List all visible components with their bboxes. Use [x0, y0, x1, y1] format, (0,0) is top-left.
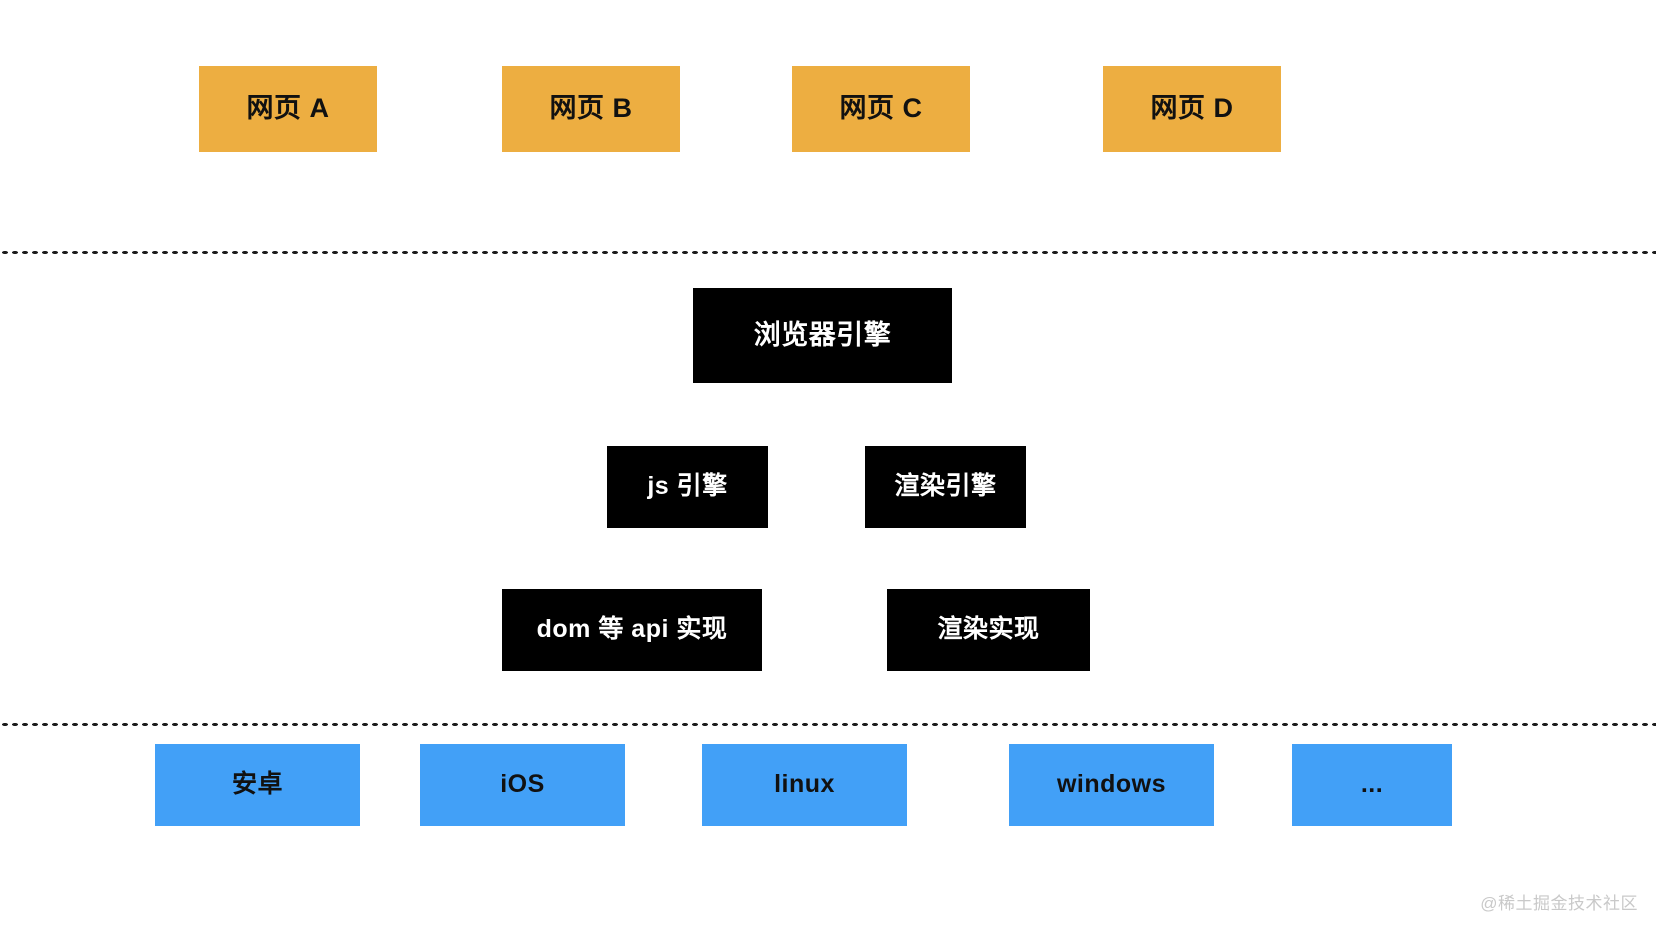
node-label: 安卓 [231, 770, 283, 799]
node-os-android: 安卓 [155, 744, 360, 826]
node-os-windows: windows [1009, 744, 1214, 826]
node-label: iOS [500, 770, 545, 799]
node-render-impl: 渲染实现 [887, 589, 1090, 671]
node-dom-api-impl: dom 等 api 实现 [502, 589, 762, 671]
node-label: ... [1360, 770, 1384, 799]
node-page-b: 网页 B [502, 66, 680, 152]
divider-engine-os [0, 722, 1656, 727]
node-label: js 引擎 [647, 472, 728, 501]
node-page-c: 网页 C [792, 66, 970, 152]
node-label: dom 等 api 实现 [536, 615, 728, 644]
node-label: 网页 C [839, 93, 923, 124]
node-label: windows [1056, 770, 1167, 799]
node-label: linux [774, 770, 835, 799]
node-label: 网页 B [549, 93, 633, 124]
node-label: 渲染实现 [937, 615, 1040, 644]
node-label: 渲染引擎 [894, 472, 997, 501]
node-render-engine: 渲染引擎 [865, 446, 1026, 528]
node-os-other: ... [1292, 744, 1452, 826]
divider-pages-engine [0, 250, 1656, 255]
node-js-engine: js 引擎 [607, 446, 768, 528]
node-label: 网页 A [246, 93, 330, 124]
node-os-ios: iOS [420, 744, 625, 826]
node-page-a: 网页 A [199, 66, 377, 152]
node-browser-engine: 浏览器引擎 [693, 288, 952, 383]
node-label: 网页 D [1150, 93, 1234, 124]
watermark: @稀土掘金技术社区 [1480, 894, 1638, 913]
node-label: 浏览器引擎 [753, 319, 892, 350]
node-os-linux: linux [702, 744, 907, 826]
node-page-d: 网页 D [1103, 66, 1281, 152]
